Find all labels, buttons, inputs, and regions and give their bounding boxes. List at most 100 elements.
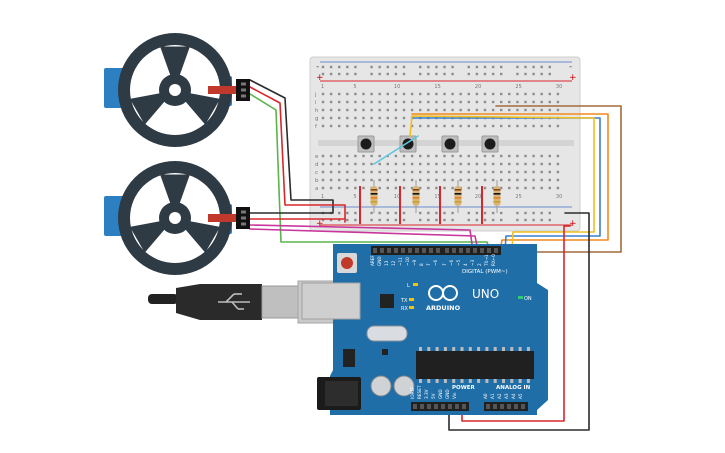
breadboard-hole[interactable] bbox=[524, 170, 527, 174]
breadboard-hole[interactable] bbox=[491, 108, 495, 112]
breadboard-hole[interactable] bbox=[508, 162, 511, 166]
breadboard-hole[interactable] bbox=[321, 116, 325, 120]
breadboard-hole[interactable] bbox=[443, 162, 446, 166]
breadboard-hole[interactable] bbox=[540, 100, 543, 104]
breadboard-hole[interactable] bbox=[556, 108, 560, 112]
breadboard-hole[interactable] bbox=[321, 124, 325, 128]
breadboard-hole[interactable] bbox=[540, 92, 543, 96]
breadboard-hole[interactable] bbox=[386, 162, 389, 166]
breadboard-hole[interactable] bbox=[329, 162, 333, 166]
breadboard-hole[interactable] bbox=[483, 92, 487, 96]
wire-orange[interactable] bbox=[411, 113, 609, 252]
breadboard-hole[interactable] bbox=[524, 124, 527, 128]
breadboard-hole[interactable] bbox=[475, 178, 479, 182]
breadboard-hole[interactable] bbox=[459, 170, 462, 174]
breadboard-hole[interactable] bbox=[435, 186, 438, 190]
breadboard-hole[interactable] bbox=[338, 170, 341, 174]
breadboard-hole[interactable] bbox=[500, 154, 503, 158]
breadboard-hole[interactable] bbox=[548, 72, 551, 76]
breadboard-hole[interactable] bbox=[370, 124, 373, 128]
breadboard-hole[interactable] bbox=[354, 218, 357, 222]
breadboard-hole[interactable] bbox=[378, 218, 381, 222]
breadboard-hole[interactable] bbox=[443, 92, 446, 96]
pushbuttons[interactable] bbox=[357, 135, 499, 153]
breadboard-hole[interactable] bbox=[435, 108, 438, 112]
breadboard-hole[interactable] bbox=[443, 186, 446, 190]
breadboard-hole[interactable] bbox=[386, 211, 389, 215]
breadboard-hole[interactable] bbox=[362, 100, 365, 104]
breadboard-hole[interactable] bbox=[427, 72, 430, 76]
breadboard-hole[interactable] bbox=[427, 100, 430, 104]
breadboard-hole[interactable] bbox=[548, 211, 551, 215]
breadboard-hole[interactable] bbox=[402, 178, 406, 182]
breadboard-hole[interactable] bbox=[459, 108, 462, 112]
breadboard-hole[interactable] bbox=[524, 218, 527, 222]
wire-servo1-red[interactable] bbox=[249, 86, 346, 223]
breadboard-hole[interactable] bbox=[443, 170, 446, 174]
breadboard-hole[interactable] bbox=[532, 178, 535, 182]
digital2-pin[interactable] bbox=[445, 248, 449, 253]
breadboard-hole[interactable] bbox=[548, 186, 551, 190]
breadboard-hole[interactable] bbox=[548, 218, 551, 222]
breadboard-hole[interactable] bbox=[329, 218, 333, 222]
breadboard-hole[interactable] bbox=[321, 108, 325, 112]
breadboard-hole[interactable] bbox=[427, 124, 430, 128]
breadboard-hole[interactable] bbox=[362, 186, 365, 190]
breadboard-hole[interactable] bbox=[435, 65, 438, 69]
breadboard-hole[interactable] bbox=[475, 92, 479, 96]
power-pin[interactable] bbox=[455, 404, 459, 409]
breadboard-hole[interactable] bbox=[354, 65, 357, 69]
breadboard-hole[interactable] bbox=[516, 186, 519, 190]
breadboard-hole[interactable] bbox=[338, 100, 341, 104]
power-pin[interactable] bbox=[462, 404, 466, 409]
breadboard-hole[interactable] bbox=[402, 108, 406, 112]
breadboard-hole[interactable] bbox=[402, 116, 406, 120]
breadboard-hole[interactable] bbox=[467, 162, 470, 166]
breadboard-hole[interactable] bbox=[394, 162, 398, 166]
pushbutton-cap[interactable] bbox=[484, 138, 496, 150]
breadboard-hole[interactable] bbox=[508, 178, 511, 182]
breadboard-hole[interactable] bbox=[394, 92, 398, 96]
breadboard-hole[interactable] bbox=[451, 186, 454, 190]
breadboard-hole[interactable] bbox=[491, 178, 495, 182]
breadboard-hole[interactable] bbox=[362, 124, 365, 128]
breadboard-hole[interactable] bbox=[475, 218, 479, 222]
breadboard-hole[interactable] bbox=[435, 154, 438, 158]
breadboard-hole[interactable] bbox=[386, 178, 389, 182]
breadboard-hole[interactable] bbox=[532, 92, 535, 96]
breadboard-hole[interactable] bbox=[516, 92, 519, 96]
breadboard-hole[interactable] bbox=[394, 65, 398, 69]
breadboard-hole[interactable] bbox=[346, 178, 349, 182]
breadboard-hole[interactable] bbox=[346, 218, 349, 222]
breadboard-hole[interactable] bbox=[548, 65, 551, 69]
breadboard-hole[interactable] bbox=[475, 186, 479, 190]
breadboard-hole[interactable] bbox=[338, 211, 341, 215]
breadboard-hole[interactable] bbox=[491, 65, 495, 69]
breadboard-hole[interactable] bbox=[410, 170, 414, 174]
breadboard-hole[interactable] bbox=[524, 72, 527, 76]
breadboard-hole[interactable] bbox=[516, 65, 519, 69]
breadboard-hole[interactable] bbox=[362, 154, 365, 158]
digital2-pin[interactable] bbox=[487, 248, 491, 253]
breadboard-hole[interactable] bbox=[354, 170, 357, 174]
breadboard-hole[interactable] bbox=[370, 154, 373, 158]
breadboard-hole[interactable] bbox=[346, 100, 349, 104]
breadboard-hole[interactable] bbox=[443, 108, 446, 112]
breadboard-hole[interactable] bbox=[370, 162, 373, 166]
breadboard-hole[interactable] bbox=[354, 162, 357, 166]
breadboard-hole[interactable] bbox=[491, 162, 495, 166]
breadboard-hole[interactable] bbox=[427, 92, 430, 96]
breadboard-hole[interactable] bbox=[346, 72, 349, 76]
breadboard-hole[interactable] bbox=[329, 124, 333, 128]
breadboard-hole[interactable] bbox=[362, 162, 365, 166]
power-pin[interactable] bbox=[434, 404, 438, 409]
breadboard-hole[interactable] bbox=[524, 178, 527, 182]
breadboard-hole[interactable] bbox=[467, 170, 470, 174]
breadboard-hole[interactable] bbox=[346, 186, 349, 190]
breadboard-hole[interactable] bbox=[491, 218, 495, 222]
breadboard-hole[interactable] bbox=[475, 72, 479, 76]
breadboard-hole[interactable] bbox=[378, 170, 381, 174]
analog-pin[interactable] bbox=[514, 404, 518, 409]
servo-motor-1[interactable] bbox=[104, 33, 250, 147]
